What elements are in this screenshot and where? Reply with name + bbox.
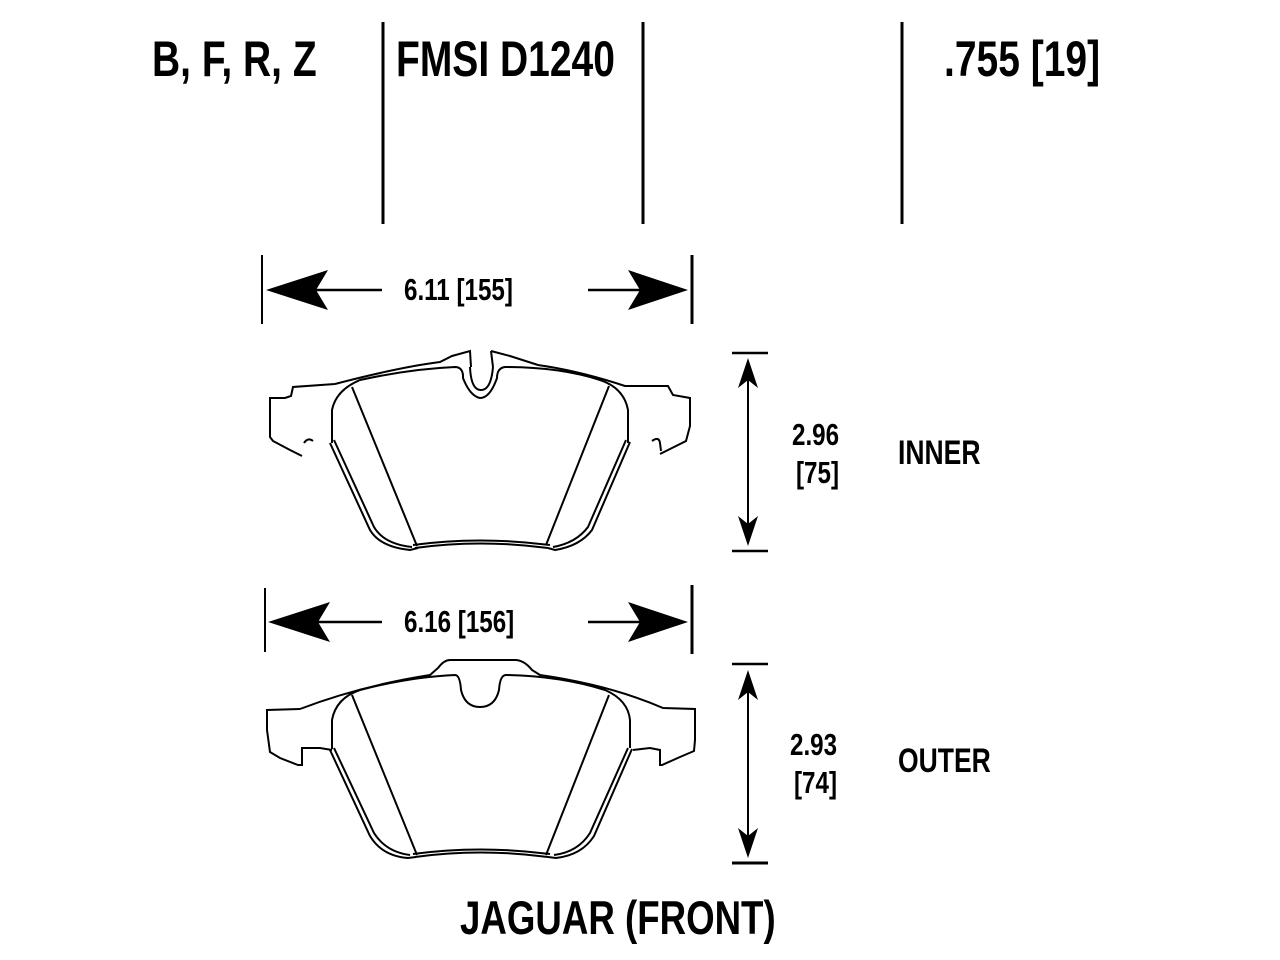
arrowhead-down-icon (738, 516, 758, 546)
inner-height-mm: [75] (796, 455, 840, 490)
outer-width-dimension (264, 585, 694, 654)
arrowhead-up-icon (738, 670, 758, 700)
pad-thickness: .755 [19] (944, 31, 1101, 87)
inner-height-dimension (732, 351, 768, 553)
arrowhead-right-icon (628, 602, 688, 642)
outer-height-mm: [74] (794, 765, 838, 800)
arrowhead-down-icon (738, 828, 758, 858)
fmsi-number: FMSI D1240 (396, 31, 615, 87)
inner-pad-label: INNER (898, 434, 981, 472)
arrowhead-left-icon (266, 270, 328, 310)
outer-width-label: 6.16 [156] (404, 604, 515, 639)
outer-pad-label: OUTER (898, 742, 991, 780)
inner-width-label: 6.11 [155] (404, 272, 513, 307)
outer-height-dimension (732, 662, 768, 865)
arrowhead-left-icon (268, 602, 330, 642)
outer-brake-pad (266, 659, 696, 860)
inner-height-inches: 2.96 (792, 417, 840, 452)
compound-codes: B, F, R, Z (152, 31, 317, 87)
outer-height-inches: 2.93 (790, 727, 838, 762)
arrowhead-up-icon (738, 358, 758, 388)
inner-brake-pad (269, 349, 691, 552)
arrowhead-right-icon (628, 270, 688, 310)
application-title: JAGUAR (FRONT) (460, 891, 776, 944)
inner-width-dimension (261, 255, 694, 324)
